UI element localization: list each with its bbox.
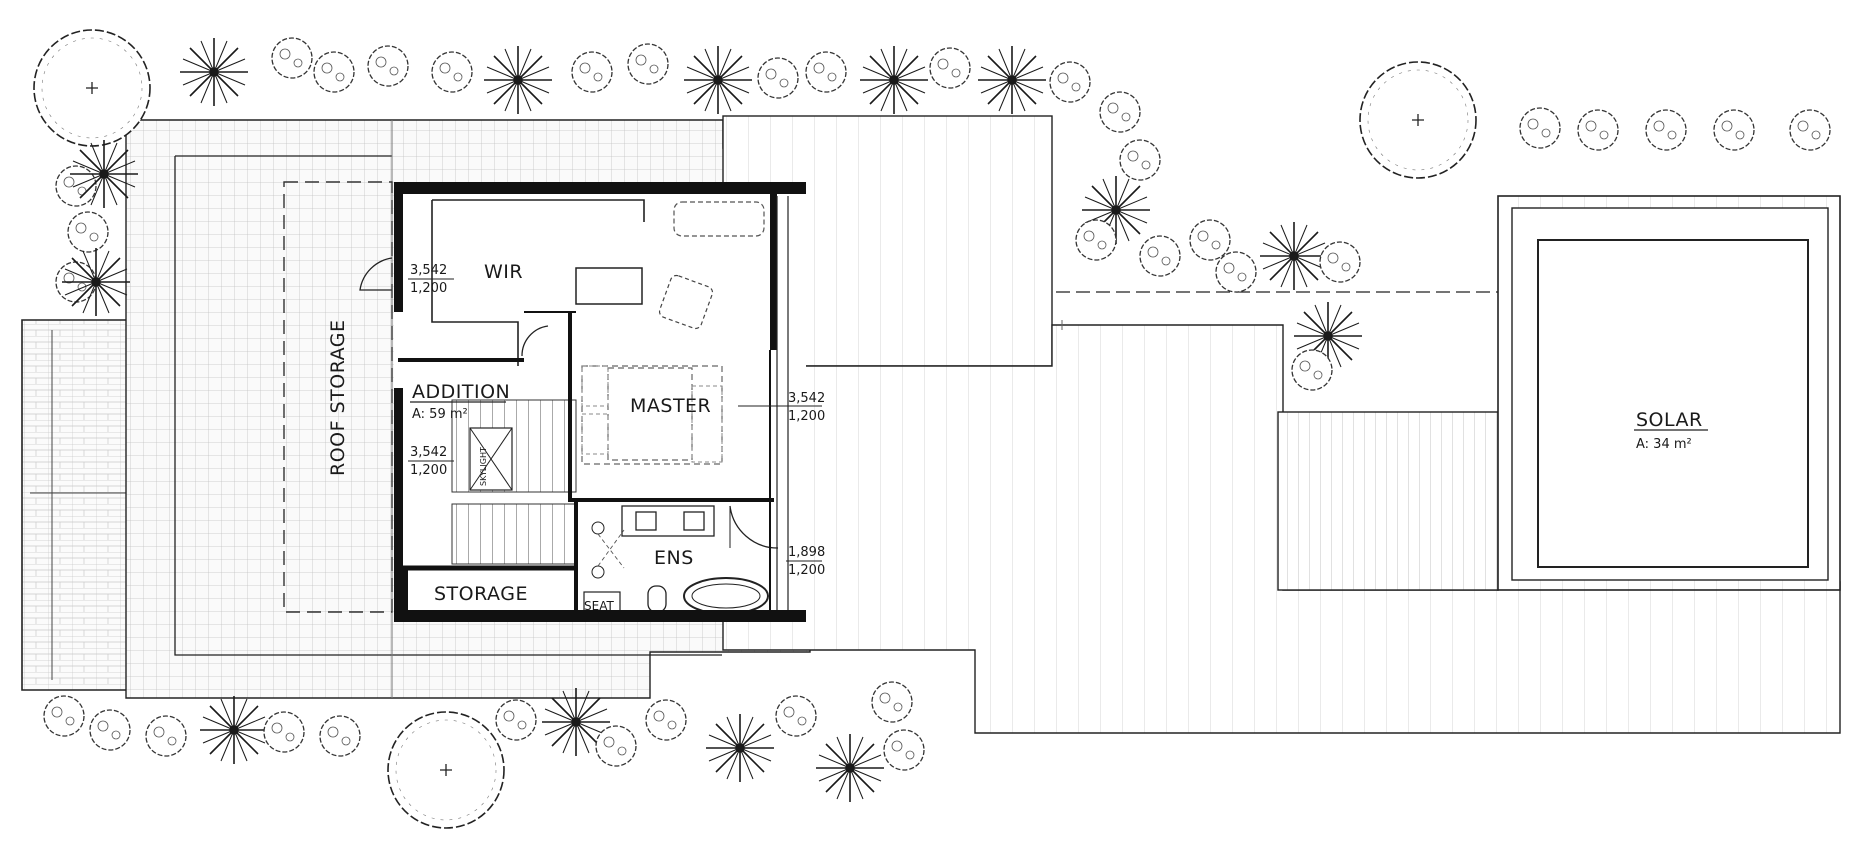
room-labels: WIR MASTER ADDITION A: 59 m² ROOF STORAG… [327,261,1708,613]
dim-master-width: 1,200 [788,409,825,424]
timber-deck [722,115,1841,734]
room-label-wir: WIR [484,261,523,283]
room-label-roof-storage: ROOF STORAGE [327,319,349,476]
dim-wir-height: 3,542 [410,263,447,278]
dim-master-height: 3,542 [788,391,825,406]
dim-ens-height: 1,898 [788,545,825,560]
room-label-ens: ENS [654,547,694,569]
roof-storage-zone [283,181,393,613]
solar-array [1497,195,1841,591]
room-label-seat: SEAT [584,599,614,613]
right-hedge [1359,61,1831,179]
landscape-layer [21,29,1841,829]
external-walls [394,182,806,622]
room-label-master: MASTER [630,395,711,417]
dim-ens-width: 1,200 [788,563,825,578]
master-bed [581,365,723,465]
solar-area: A: 34 m² [1636,437,1692,452]
addition-area: A: 59 m² [412,407,468,422]
room-label-storage: STORAGE [434,583,528,605]
wir-fittings [431,199,765,366]
entry-door-swing [359,257,393,291]
internal-walls [398,311,774,618]
room-label-addition: ADDITION [412,381,510,403]
dim-wir-width: 1,200 [410,281,447,296]
stair [451,399,577,565]
dim-addition-width: 1,200 [410,463,447,478]
stair-skylight-label: SKYLIGHT [479,447,488,486]
bottom-hedge [43,681,925,829]
dim-addition-height: 3,542 [410,445,447,460]
room-label-solar: SOLAR [1636,409,1703,431]
ensuite-fittings [583,505,779,619]
dimension-labels: 3,542 1,200 3,542 1,200 3,542 1,200 1,89… [408,263,825,578]
